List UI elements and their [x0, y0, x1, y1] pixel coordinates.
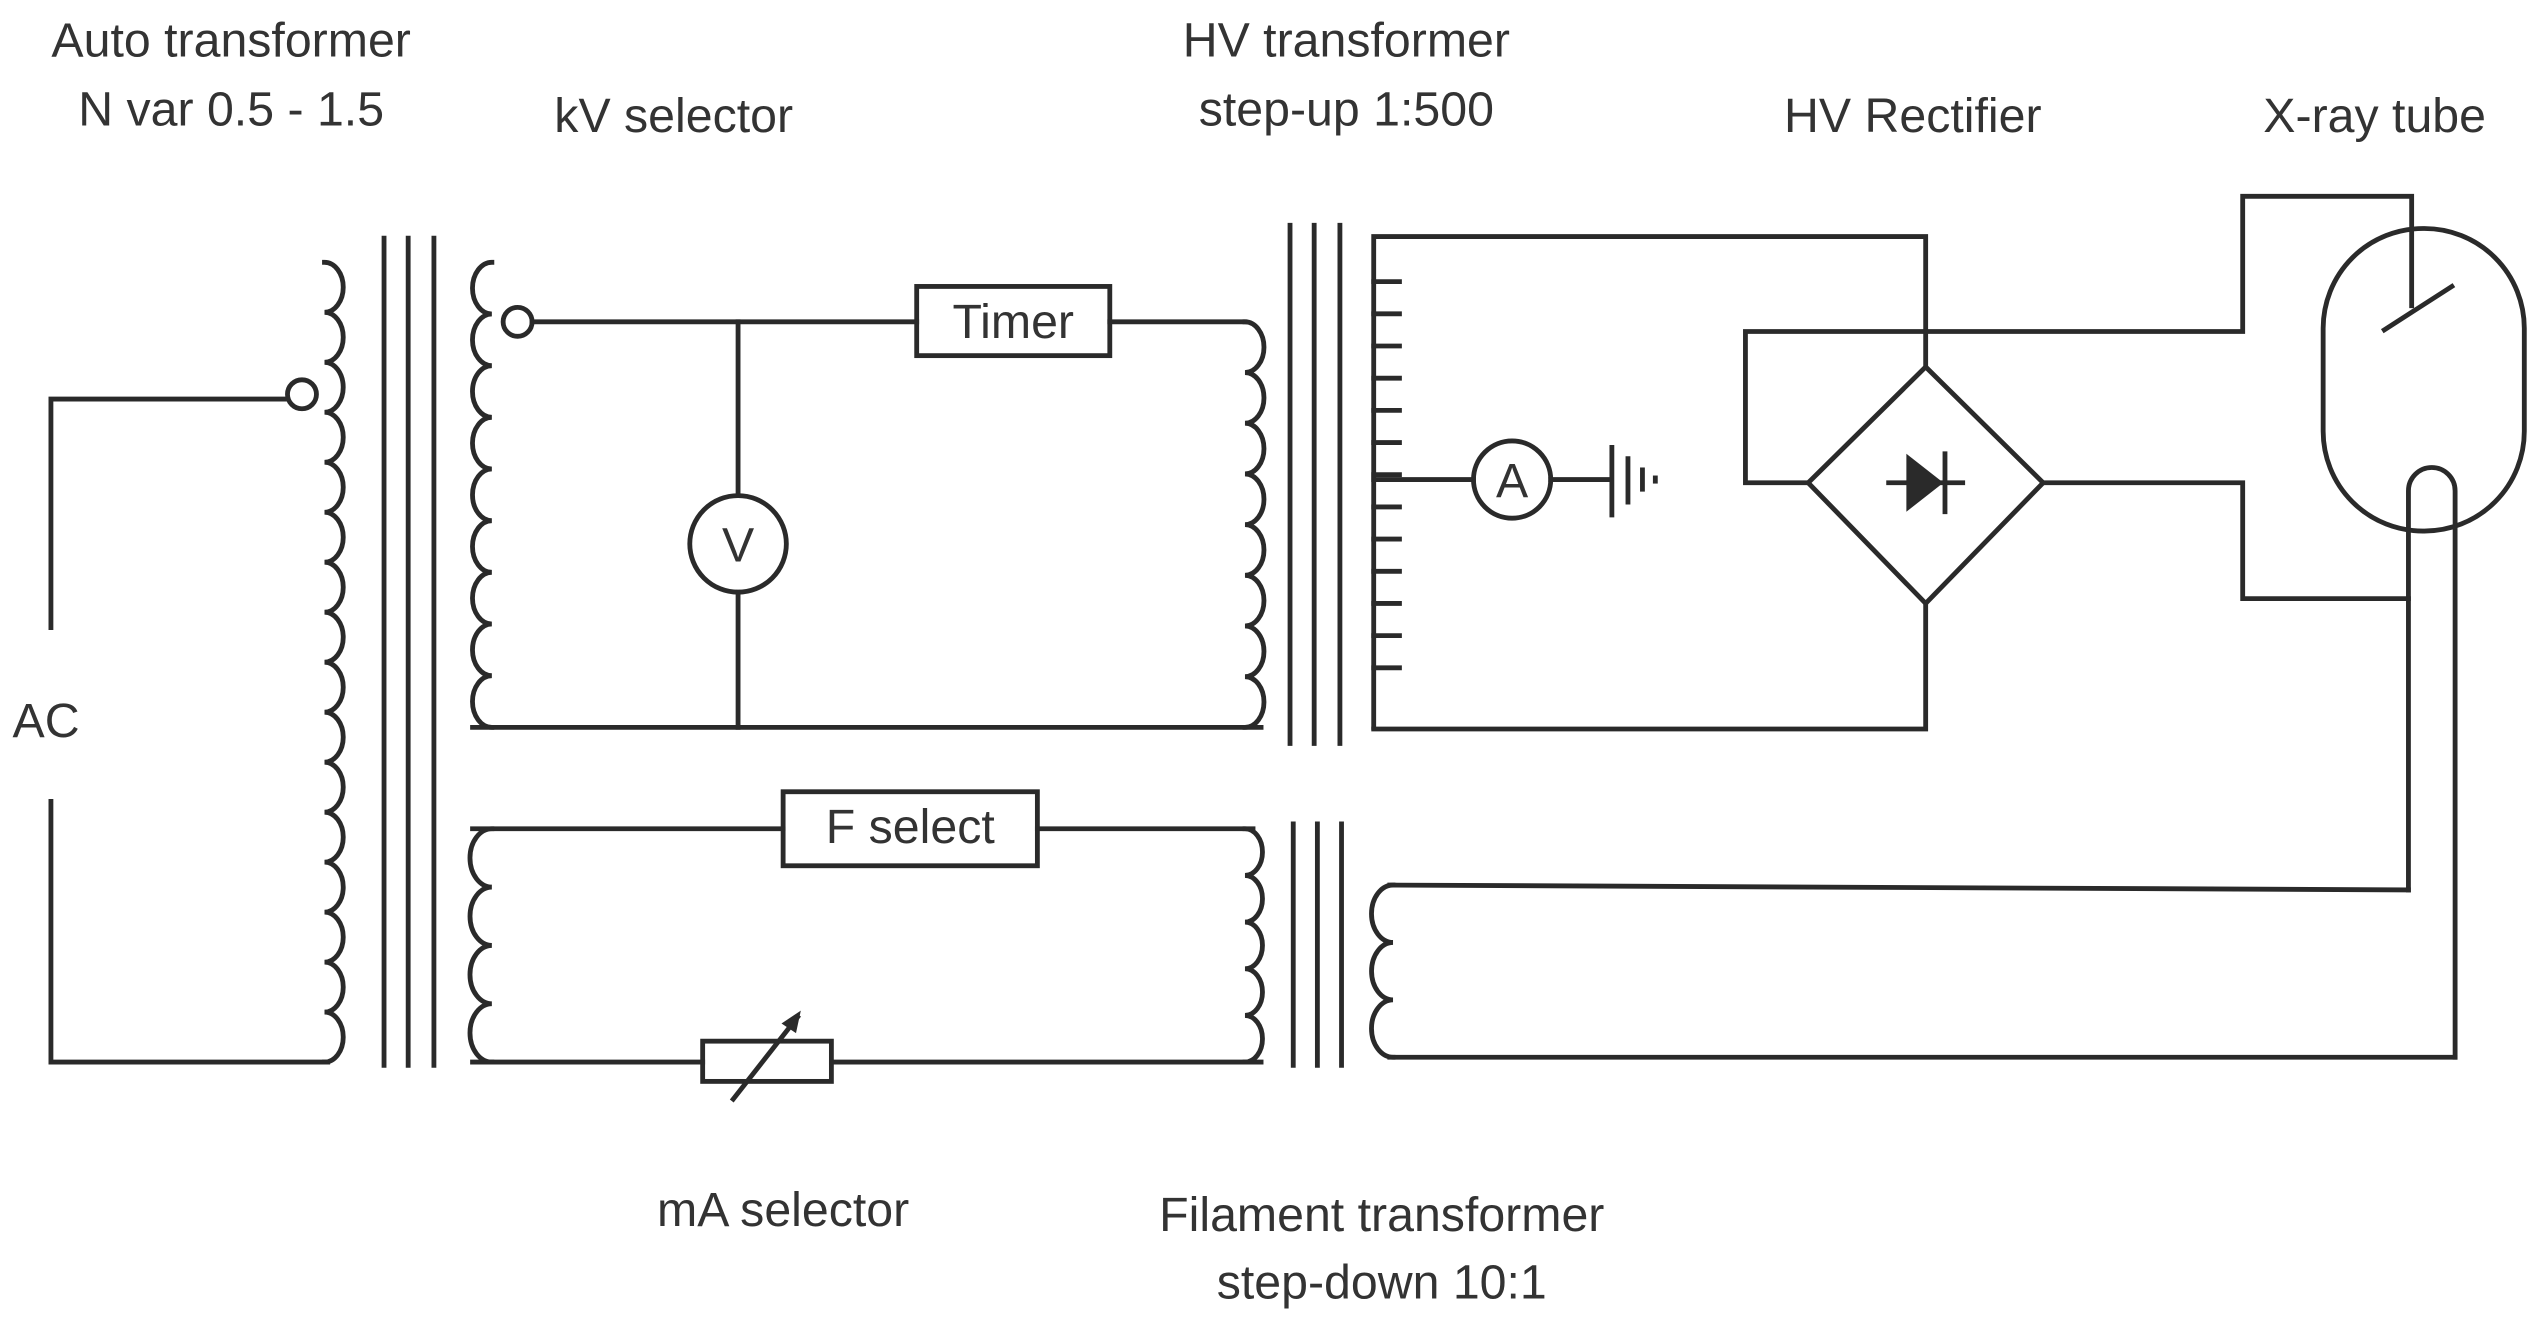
hv-transformer-core [1287, 222, 1343, 746]
filament-secondary-coil [1369, 882, 1396, 1060]
voltmeter: V [687, 493, 789, 595]
hv-primary-coil [1242, 319, 1267, 730]
rectifier-bridge [1804, 363, 2047, 607]
label-ac: AC [13, 694, 80, 748]
ac-wire-top [48, 396, 292, 631]
hv-wire-top [1371, 234, 1929, 370]
label-hv-ratio: step-up 1:500 [1199, 83, 1494, 137]
label-hv-rectifier: HV Rectifier [1784, 89, 2041, 143]
label-auto-range: N var 0.5 - 1.5 [78, 83, 384, 137]
cathode-wire [2040, 480, 2411, 602]
hv-wire-bottom [1371, 601, 1929, 732]
auto-transformer-core [381, 235, 437, 1068]
anode-wire [1743, 193, 2415, 486]
ammeter-label: A [1496, 454, 1529, 508]
label-filament-ratio: step-down 10:1 [1217, 1256, 1547, 1310]
anode-icon [2380, 283, 2456, 334]
label-xray-tube: X-ray tube [2263, 89, 2486, 143]
label-hv-transformer: HV transformer [1183, 13, 1510, 67]
filament-wire-top-to-tube [1387, 882, 2411, 893]
f-select-box: F select [780, 789, 1040, 869]
label-auto-transformer: Auto transformer [51, 13, 410, 67]
ma-rheostat-icon [700, 1010, 834, 1103]
ground-icon [1609, 444, 1658, 518]
cathode-filament-icon [2406, 465, 2458, 1060]
label-filament-transformer: Filament transformer [1159, 1188, 1604, 1242]
ammeter: A [1471, 438, 1554, 521]
ac-wire-bottom [48, 798, 331, 1065]
filament-primary-coil [1242, 826, 1265, 1065]
filament-primary-left-coil [467, 826, 495, 1065]
filament-transformer-core [1290, 821, 1344, 1068]
xray-tube-envelope [2320, 226, 2527, 534]
kv-selector-coil [470, 259, 495, 730]
auto-tap-terminal [285, 377, 319, 412]
label-kv-selector: kV selector [554, 89, 793, 143]
timer-box: Timer [914, 284, 1113, 359]
timer-label: Timer [952, 295, 1074, 349]
voltmeter-label: V [722, 519, 754, 573]
diode-icon [1886, 451, 1966, 515]
label-ma-selector: mA selector [657, 1183, 909, 1237]
auto-transformer-coil [322, 259, 346, 1065]
kv-tap-terminal [500, 304, 535, 339]
hv-secondary-coil [1371, 279, 1402, 671]
f-select-label: F select [826, 800, 996, 854]
